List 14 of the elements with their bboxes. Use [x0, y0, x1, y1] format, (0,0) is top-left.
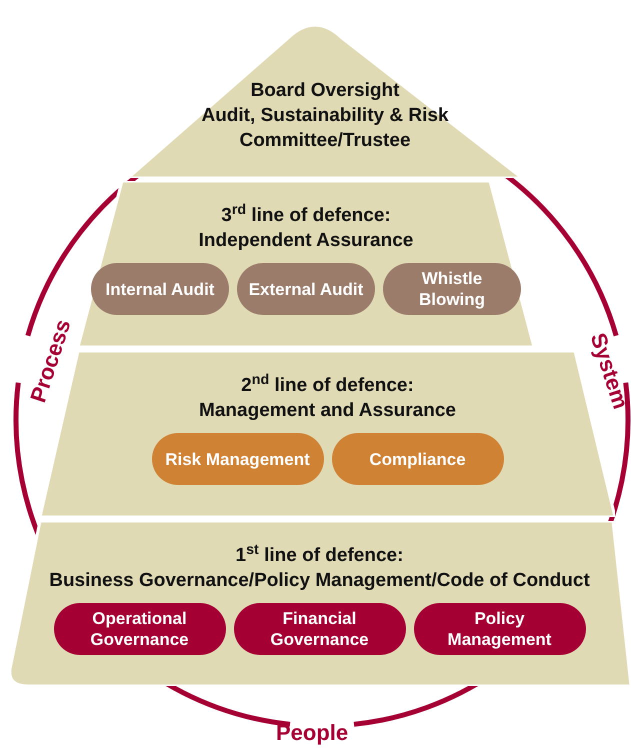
- cycle-label: System: [586, 330, 631, 412]
- category-pill: Financial Governance: [234, 603, 406, 655]
- category-pill: Compliance: [332, 433, 504, 485]
- tier-heading: 2$^{nd}$ line of defence: Management and Assurance: [199, 373, 456, 423]
- tier-heading: 3$^{rd}$ line of defence: Independent Assurance: [198, 203, 414, 253]
- tier-heading: Board Oversight Audit, Sustainability & Risk Committee/Trustee: [200, 79, 450, 153]
- category-pill: Operational Governance: [54, 603, 226, 655]
- cycle-label: People: [276, 722, 348, 744]
- category-pill: Policy Management: [414, 603, 586, 655]
- category-pill: Internal Audit: [91, 263, 229, 315]
- category-pill: Whistle Blowing: [383, 263, 521, 315]
- category-pill: External Audit: [237, 263, 375, 315]
- tier-heading: 1$^{st}$ line of defence: Business Governance/Policy Management/Code of Conduct: [49, 543, 590, 593]
- category-pill: Risk Management: [152, 433, 324, 485]
